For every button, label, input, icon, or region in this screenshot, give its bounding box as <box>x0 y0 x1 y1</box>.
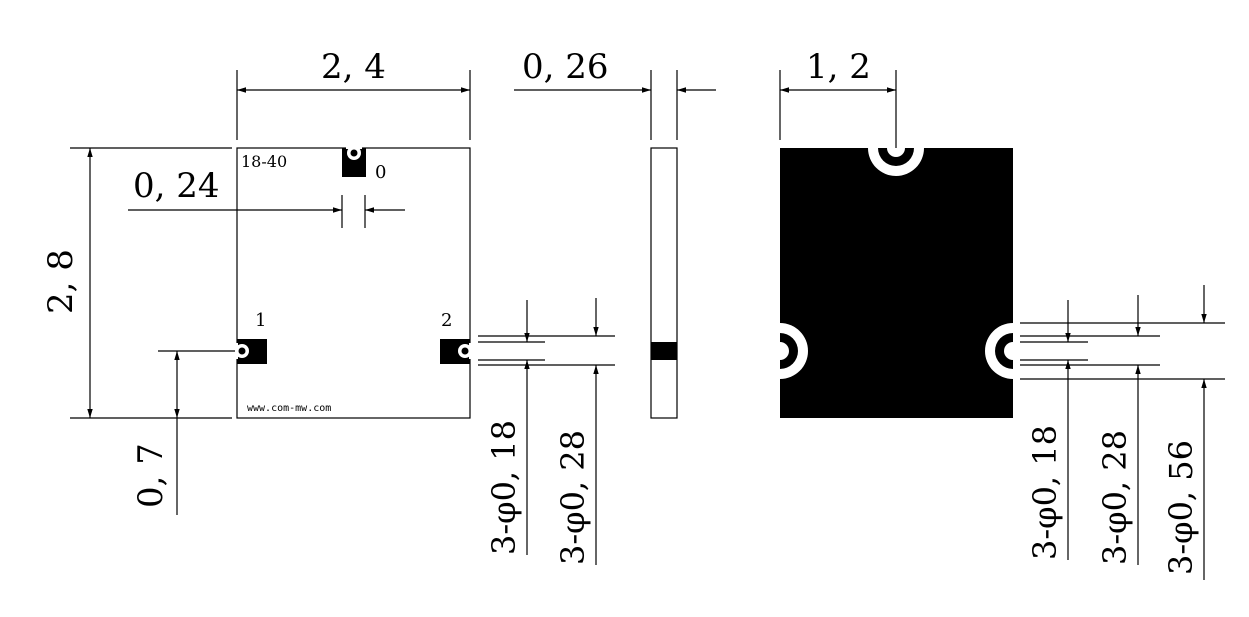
pin-label-1: 1 <box>255 310 266 331</box>
front-hole-dims <box>478 298 615 565</box>
front-hole-dim-018: 3-φ0, 18 <box>485 420 523 555</box>
side-view <box>514 70 716 419</box>
pin-label-0: 0 <box>375 162 386 183</box>
back-view <box>750 118 1043 418</box>
front-view <box>70 70 471 515</box>
pad-0 <box>342 146 366 177</box>
pad-2 <box>440 339 472 364</box>
back-hole-left <box>750 321 808 381</box>
side-outline <box>650 147 678 419</box>
pad-1 <box>235 339 267 364</box>
offset-dim-label: 1, 2 <box>806 47 871 87</box>
front-hole-dim-028: 3-φ0, 28 <box>554 430 592 565</box>
back-dims <box>779 70 1225 580</box>
back-hole-dim-018: 3-φ0, 18 <box>1026 425 1064 560</box>
front-pads <box>235 146 472 364</box>
part-code: 18-40 <box>241 152 287 171</box>
website: www.com-mw.com <box>247 403 331 414</box>
height-dim-label: 2, 8 <box>41 249 81 314</box>
pin-label-2: 2 <box>441 310 452 331</box>
front-outline <box>236 147 471 419</box>
width-dim-label: 2, 4 <box>321 47 386 87</box>
side-pad <box>651 342 677 360</box>
back-hole-dim-056: 3-φ0, 56 <box>1162 440 1200 575</box>
thickness-dim-label: 0, 26 <box>522 47 609 87</box>
slot-dim-label: 0, 24 <box>133 166 220 206</box>
pad-offset-dim-label: 0, 7 <box>131 443 171 508</box>
back-hole-dim-028: 3-φ0, 28 <box>1096 430 1134 565</box>
back-ground-plane <box>780 148 1013 418</box>
